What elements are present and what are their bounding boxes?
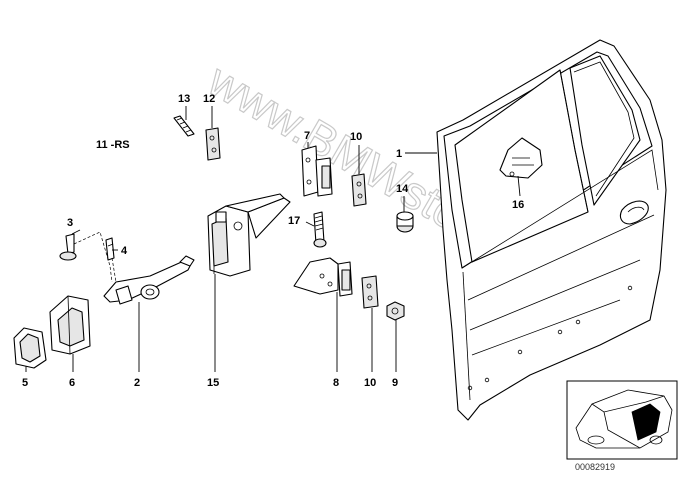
assembly-line [73,231,113,283]
leader-lines [25,106,521,372]
hinge-plate-upper-part [351,173,367,207]
rear-door-part [436,39,667,421]
callout-15: 15 [207,377,219,389]
door-check-part [207,193,291,277]
assembly-line [111,257,117,283]
callout-17: 17 [288,215,300,227]
reference-number: 00082919 [575,462,615,472]
callout-6: 6 [69,377,75,389]
bracket-frame-part [49,295,91,355]
window-bracket-part [499,137,543,179]
check-lever-part [103,255,195,305]
callout-7: 7 [304,130,310,142]
callout-3: 3 [67,217,73,229]
clip-pin-part [105,237,115,261]
callout-14: 14 [396,183,409,195]
callout-11-rs: 11 -RS [96,139,130,151]
seal-cover-part [13,327,47,369]
hinge-plate-lower-part [361,275,379,309]
callout-16: 16 [512,199,524,211]
callout-8: 8 [333,377,339,389]
callout-10-lower: 10 [364,377,376,389]
callout-labels: 1 2 3 4 5 6 7 8 9 10 10 11 -RS 12 13 14 … [22,93,524,389]
highlighted-door [631,403,661,441]
car-thumbnail [566,380,678,460]
spacer-plate-part [205,127,221,161]
callout-2: 2 [134,377,140,389]
nut-part [386,301,405,321]
callout-4: 4 [121,245,128,257]
rubber-buffer-part [396,211,414,233]
callout-1: 1 [396,148,402,160]
callout-10-upper: 10 [350,131,362,143]
upper-hinge-part [301,145,333,197]
lower-hinge-part [293,257,353,297]
screw-part [59,233,77,261]
callout-13: 13 [178,93,190,105]
callout-5: 5 [22,377,28,389]
hinge-bolt-part [313,211,327,248]
callout-9: 9 [392,377,398,389]
threaded-pin-part [173,115,195,137]
callout-12: 12 [203,93,215,105]
